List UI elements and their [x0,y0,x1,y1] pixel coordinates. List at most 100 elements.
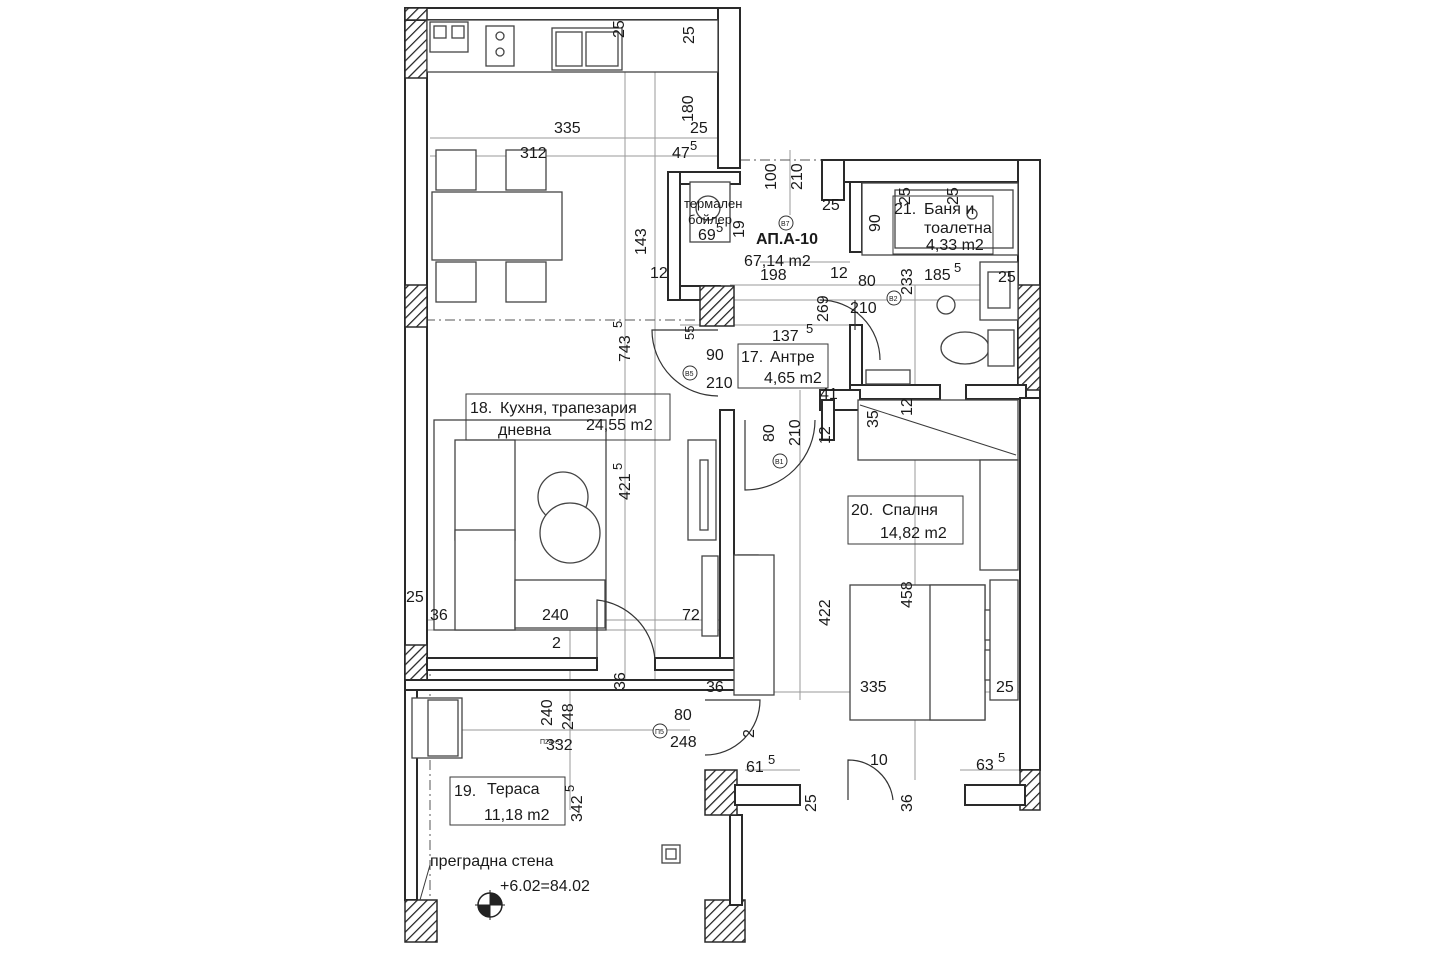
svg-text:2: 2 [741,729,758,738]
partition-wall-label: преградна стена [430,853,553,870]
svg-text:25: 25 [996,679,1014,696]
tag-p5: П5 [652,723,668,739]
kitchen-counter [426,19,719,73]
svg-text:19: 19 [731,220,748,238]
terrace-furniture [411,697,681,864]
apartment-code: АП.А-10 [756,231,818,248]
svg-text:36: 36 [706,679,724,696]
kitchen-area: 24,55 m2 [586,417,653,434]
svg-text:342: 342 [569,795,586,822]
svg-text:41: 41 [820,386,838,403]
kitchen-name-line2: дневна [498,422,551,439]
bath-label-box [892,195,994,255]
bath-area: 4,33 m2 [926,237,984,254]
svg-text:П5: П5 [655,729,664,736]
svg-text:743: 743 [617,335,634,362]
elevation-label: +6.02=84.02 [500,878,590,895]
svg-text:80: 80 [761,424,778,442]
walls [404,7,1041,943]
svg-text:240: 240 [542,607,569,624]
svg-text:69: 69 [698,227,716,244]
tag-b1: B1 [772,453,788,469]
svg-text:36: 36 [899,794,916,812]
svg-text:90: 90 [867,214,884,232]
svg-text:143: 143 [633,228,650,255]
dining-table [431,149,563,303]
svg-text:25: 25 [897,187,914,205]
sofa [433,419,607,631]
svg-text:185: 185 [924,267,951,284]
bathroom-fixtures [689,181,1019,385]
svg-text:72: 72 [682,607,700,624]
svg-text:35: 35 [865,410,882,428]
svg-text:5: 5 [716,220,723,235]
svg-text:248: 248 [560,703,577,730]
bedroom-number: 20. [851,502,873,519]
tag-b5: B5 [682,365,698,381]
doors [596,299,894,801]
boiler-label-line1: термален [684,196,742,211]
svg-text:B1: B1 [775,459,784,466]
tag-b7: B7 [778,215,794,231]
terrace-label-box [449,776,566,826]
kitchen-label-box [465,393,671,441]
svg-text:25: 25 [681,26,698,44]
svg-text:335: 335 [554,120,581,137]
svg-text:5: 5 [690,138,697,153]
svg-text:12: 12 [830,265,848,282]
svg-text:100: 100 [763,163,780,190]
svg-text:47: 47 [672,145,690,162]
svg-text:10: 10 [870,752,888,769]
svg-text:61: 61 [746,759,764,776]
svg-text:5: 5 [998,750,1005,765]
bath-name-line2: тоалетна [924,220,992,237]
svg-text:198: 198 [760,267,787,284]
svg-text:210: 210 [850,300,877,317]
bed [849,579,1019,721]
svg-text:B7: B7 [781,221,790,228]
svg-text:210: 210 [787,419,804,446]
svg-text:335: 335 [860,679,887,696]
kitchen-number: 18. [470,400,492,417]
svg-text:80: 80 [674,707,692,724]
svg-text:25: 25 [803,794,820,812]
hall-label-box [737,343,829,389]
bedroom-area: 14,82 m2 [880,525,947,542]
wardrobe [733,399,1019,696]
terrace-area: 11,18 m2 [484,807,550,824]
svg-text:240: 240 [539,699,556,726]
terrace-name: Тераса [487,781,540,798]
svg-text:2: 2 [552,635,561,652]
svg-text:36: 36 [612,672,629,690]
bath-number: 21. [894,201,916,218]
svg-text:80: 80 [858,273,876,290]
svg-text:233: 233 [899,268,916,295]
tag-b2: B2 [886,290,902,306]
kitchen-name-line1: Кухня, трапезария [500,400,637,417]
svg-text:5: 5 [954,260,961,275]
svg-text:25: 25 [945,187,962,205]
svg-text:25: 25 [406,589,424,606]
terrace-number: 19. [454,783,476,800]
svg-text:137: 137 [772,328,799,345]
tag-p24: П24-e [540,739,559,746]
svg-text:36: 36 [430,607,448,624]
svg-text:12: 12 [817,426,834,444]
bedroom-label-box [847,495,964,545]
svg-text:12: 12 [650,265,668,282]
svg-text:55: 55 [682,326,697,340]
hall-number: 17. [741,349,763,366]
svg-text:421: 421 [617,473,634,500]
svg-text:269: 269 [815,295,832,322]
svg-text:5: 5 [562,785,577,792]
hall-name: Антре [770,349,815,366]
svg-text:25: 25 [822,197,840,214]
svg-text:25: 25 [998,269,1016,286]
boiler-label-line2: бойлер [688,212,732,227]
svg-text:5: 5 [806,321,813,336]
svg-text:25: 25 [611,20,628,38]
svg-text:5: 5 [610,321,625,328]
svg-text:B2: B2 [889,296,898,303]
svg-text:90: 90 [706,347,724,364]
